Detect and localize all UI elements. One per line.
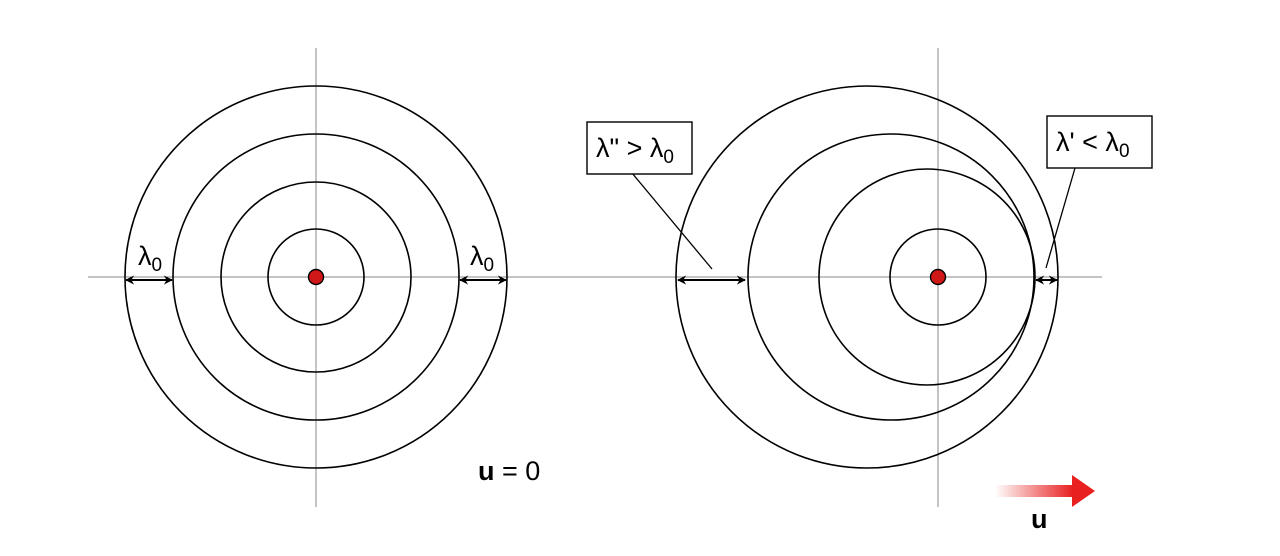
behind-label-box	[586, 121, 693, 175]
stationary-wavefronts	[124, 85, 508, 469]
stationary-wavefront-4	[124, 85, 508, 469]
ahead-label-box	[1046, 115, 1153, 169]
moving-velocity-label: u	[1031, 504, 1048, 534]
stationary-right-wavelength-label: λ0	[470, 241, 494, 276]
velocity-arrow	[995, 475, 1095, 507]
stationary-source-dot	[307, 268, 325, 286]
moving-wavefronts	[675, 85, 1059, 469]
stationary-wavefront-3	[172, 133, 460, 421]
ahead-wavelength-label: λ' < λ0	[1056, 127, 1130, 162]
behind-wavelength-label: λ" > λ0	[596, 133, 674, 168]
moving-wavefront-1	[889, 228, 987, 326]
velocity-arrow-shaft	[995, 485, 1073, 497]
stationary-wavefront-2	[220, 181, 412, 373]
moving-wavefront-3	[747, 133, 1035, 421]
moving-wavefront-4	[675, 85, 1059, 469]
stationary-left-wavelength-label: λ0	[138, 241, 162, 276]
moving-wavefront-2	[818, 168, 1036, 386]
moving-source-dot	[929, 268, 947, 286]
stationary-velocity-label: u = 0	[478, 456, 540, 486]
velocity-arrow-head	[1072, 475, 1095, 507]
behind-label-leader	[631, 172, 713, 270]
stationary-wavefront-1	[267, 228, 365, 326]
ahead-label-leader	[1045, 167, 1076, 269]
